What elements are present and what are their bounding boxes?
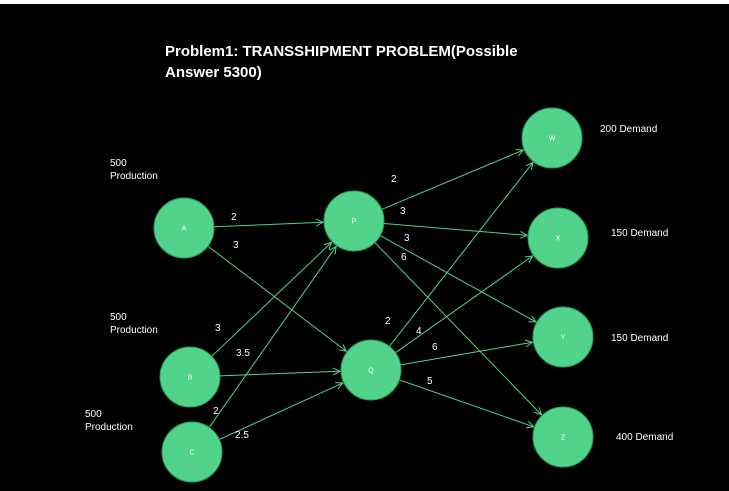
edge-b-q [219,371,340,377]
edge-cost-p-z: 6 [401,252,407,263]
node-circle-w [521,107,583,169]
edge-cost-c-p: 2 [213,406,219,417]
title-line-2: Answer 5300) [165,64,262,81]
node-x: X [527,207,589,269]
edge-cost-p-y: 3 [404,233,410,244]
edge-p-w [381,150,524,210]
title-line-1: Problem1: TRANSSHIPMENT PROBLEM(Possible [165,43,518,60]
supply-label-a: 500 Production [110,157,158,183]
edge-p-y [379,235,536,322]
node-label-p: P [352,219,357,226]
nodes-layer: A B C P Q W X Y Z [153,107,594,483]
demand-label-y: 150 Demand [611,333,669,344]
node-q: Q [340,339,402,401]
node-circle-b [159,346,221,408]
edges-layer [207,150,542,440]
supply-amount-a: 500 [110,158,127,169]
edge-cost-q-x: 4 [416,326,422,337]
node-z: Z [532,406,594,468]
demand-label-w: 200 Demand [600,124,658,135]
edge-q-x [395,256,533,354]
node-label-b: B [188,375,193,382]
node-label-q: Q [368,368,374,375]
edge-q-z [399,379,533,427]
node-label-z: Z [561,435,566,442]
node-c: C [161,421,223,483]
node-circle-z [532,406,594,468]
edge-cost-p-w: 2 [391,174,397,185]
supply-label-b: 500 Production [110,311,158,337]
node-label-c: C [189,450,194,457]
node-a: A [153,197,215,259]
supply-label-c: 500 Production [85,408,133,434]
supply-amount-b: 500 [110,312,127,323]
edge-q-y [400,342,533,366]
page-title: Problem1: TRANSSHIPMENT PROBLEM(Possible… [165,41,545,83]
node-label-y: Y [561,335,566,342]
edge-cost-p-x: 3 [400,206,406,217]
node-circle-a [153,197,215,259]
edge-cost-q-y: 6 [432,342,438,353]
supply-word-a: Production [110,171,158,182]
edge-cost-b-p: 3 [215,323,221,334]
edge-b-p [211,242,332,357]
node-b: B [159,346,221,408]
demand-label-z: 400 Demand [616,432,674,443]
node-p: P [323,190,385,252]
edge-cost-b-q: 3.5 [236,348,250,359]
edge-p-z [374,242,542,415]
edge-cost-a-p: 2 [231,212,237,223]
edge-c-p [208,246,336,428]
supply-amount-c: 500 [85,409,102,420]
edge-a-p [213,222,323,228]
edge-cost-a-q: 3 [233,240,239,251]
supply-word-b: Production [110,325,158,336]
edge-cost-q-z: 5 [427,376,433,387]
node-label-x: X [556,236,561,243]
node-w: W [521,107,583,169]
supply-word-c: Production [85,422,133,433]
edge-a-q [207,245,346,351]
node-circle-c [161,421,223,483]
node-label-w: W [549,136,556,143]
edge-cost-q-w: 2 [385,316,391,327]
node-label-a: A [182,226,187,233]
node-circle-q [340,339,402,401]
edge-q-w [389,162,532,347]
edge-cost-c-q: 2.5 [235,430,249,441]
node-circle-p [323,190,385,252]
demand-label-x: 150 Demand [611,228,669,239]
slide-canvas: Problem1: TRANSSHIPMENT PROBLEM(Possible… [0,4,729,491]
node-circle-x [527,207,589,269]
edge-p-x [383,222,527,235]
node-y: Y [532,306,594,368]
node-circle-y [532,306,594,368]
edge-c-q [219,383,343,440]
